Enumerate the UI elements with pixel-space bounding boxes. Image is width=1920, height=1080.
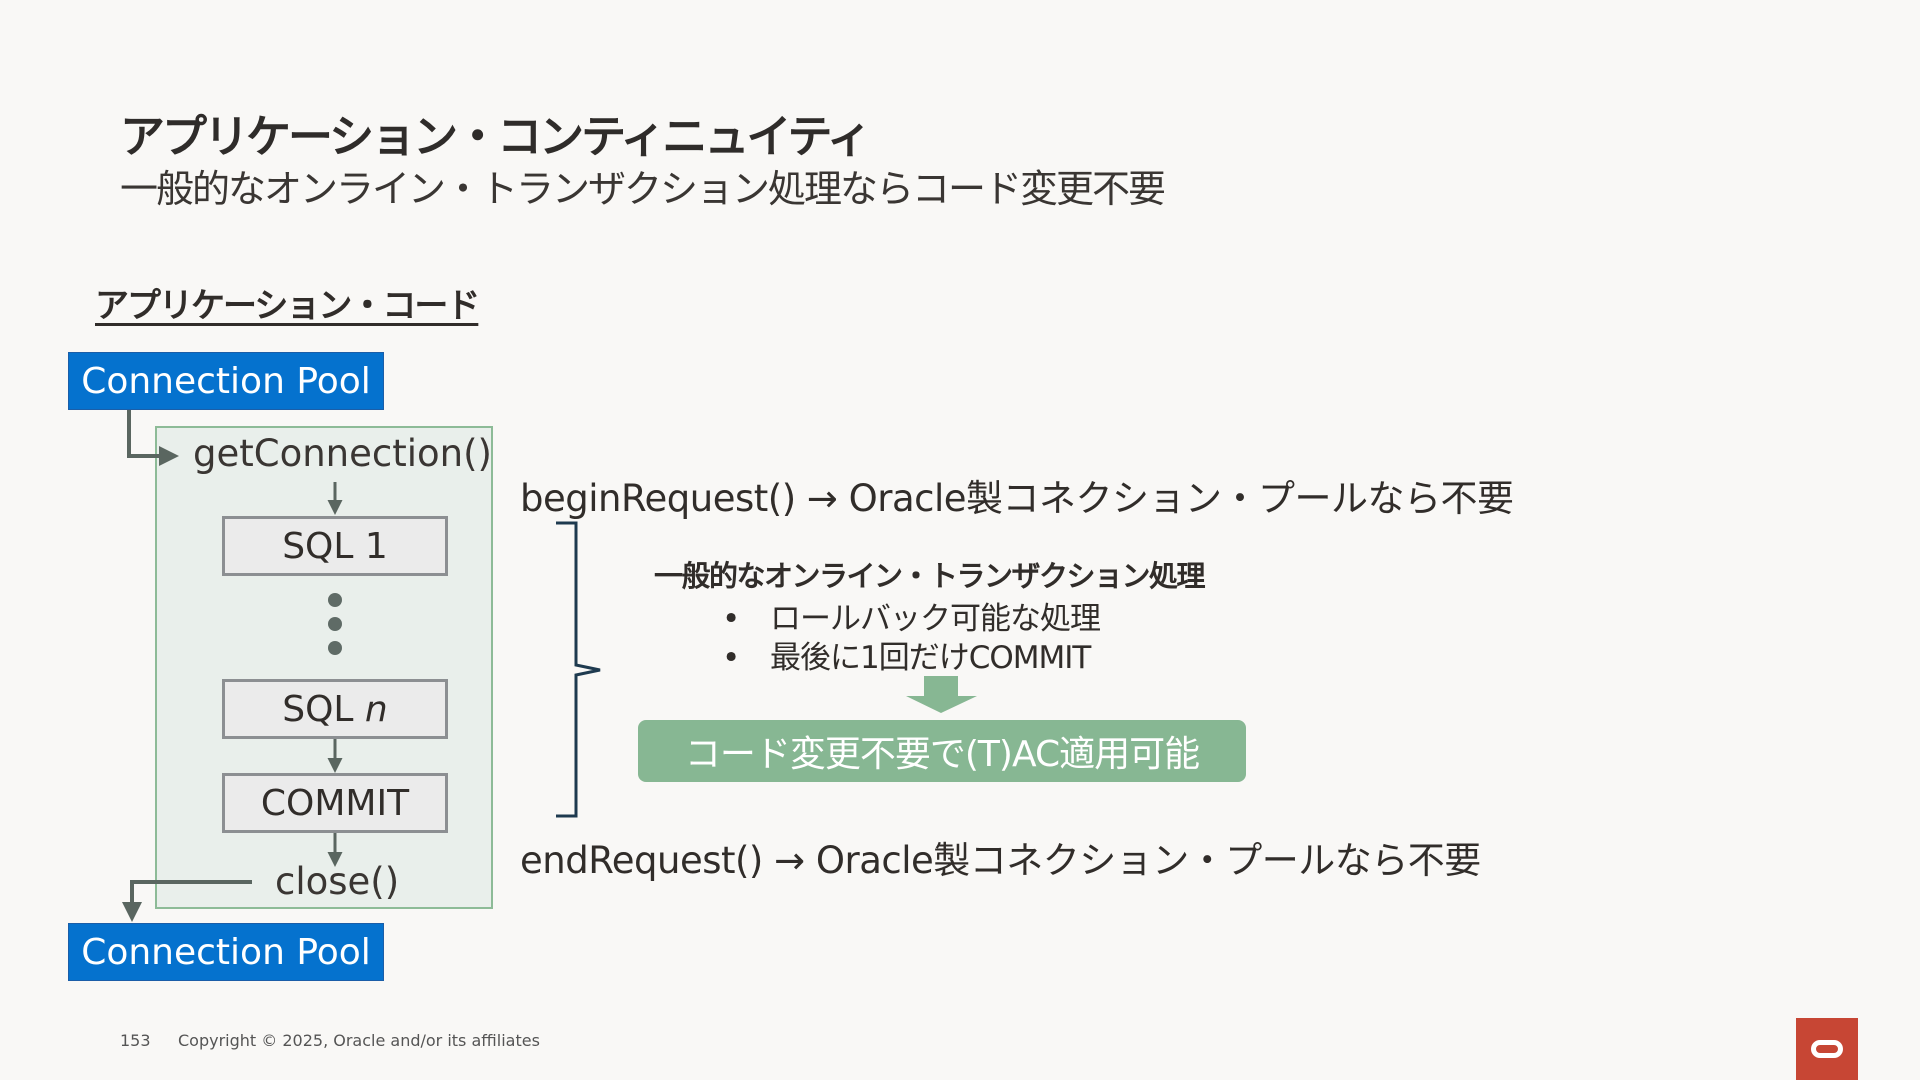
slide-subtitle: 一般的なオンライン・トランザクション処理ならコード変更不要 (120, 167, 1166, 211)
oracle-logo-icon (1796, 1018, 1858, 1080)
ellipsis-dot (328, 617, 342, 631)
bullet-text: 最後に1回だけCOMMIT (770, 640, 1091, 676)
sql-n-box: SQL n (222, 679, 448, 739)
connection-pool-bottom: Connection Pool (68, 923, 384, 981)
bullet-icon: • (722, 640, 740, 676)
end-request-note: endRequest() → Oracle製コネクション・プールなら不要 (520, 839, 1481, 882)
result-banner: コード変更不要で(T)AC適用可能 (638, 720, 1246, 782)
down-arrow-icon (906, 676, 977, 713)
sql-n-variable: n (364, 688, 388, 730)
oltp-heading: 一般的なオンライン・トランザクション処理 (654, 559, 1206, 593)
page-number: 153 (120, 1031, 151, 1050)
copyright-notice: Copyright © 2025, Oracle and/or its affi… (178, 1031, 540, 1050)
application-code-box (155, 426, 493, 909)
get-connection-label: getConnection() (193, 432, 492, 475)
sql-1-box: SQL 1 (222, 516, 448, 576)
section-heading: アプリケーション・コード (95, 286, 480, 326)
ellipsis-dot (328, 641, 342, 655)
ellipsis-dot (328, 593, 342, 607)
connection-pool-top: Connection Pool (68, 352, 384, 410)
request-scope-brace (556, 521, 601, 818)
bullet-icon: • (722, 601, 740, 637)
oracle-logo-ring (1811, 1040, 1843, 1058)
list-item: • 最後に1回だけCOMMIT (722, 632, 1091, 677)
begin-request-note: beginRequest() → Oracle製コネクション・プールなら不要 (520, 477, 1514, 520)
bullet-text: ロールバック可能な処理 (770, 601, 1101, 637)
list-item: • ロールバック可能な処理 (722, 593, 1101, 638)
commit-box: COMMIT (222, 773, 448, 833)
slide-title: アプリケーション・コンティニュイティ (120, 110, 872, 163)
sql-n-prefix: SQL (282, 688, 365, 730)
close-label: close() (275, 860, 400, 903)
